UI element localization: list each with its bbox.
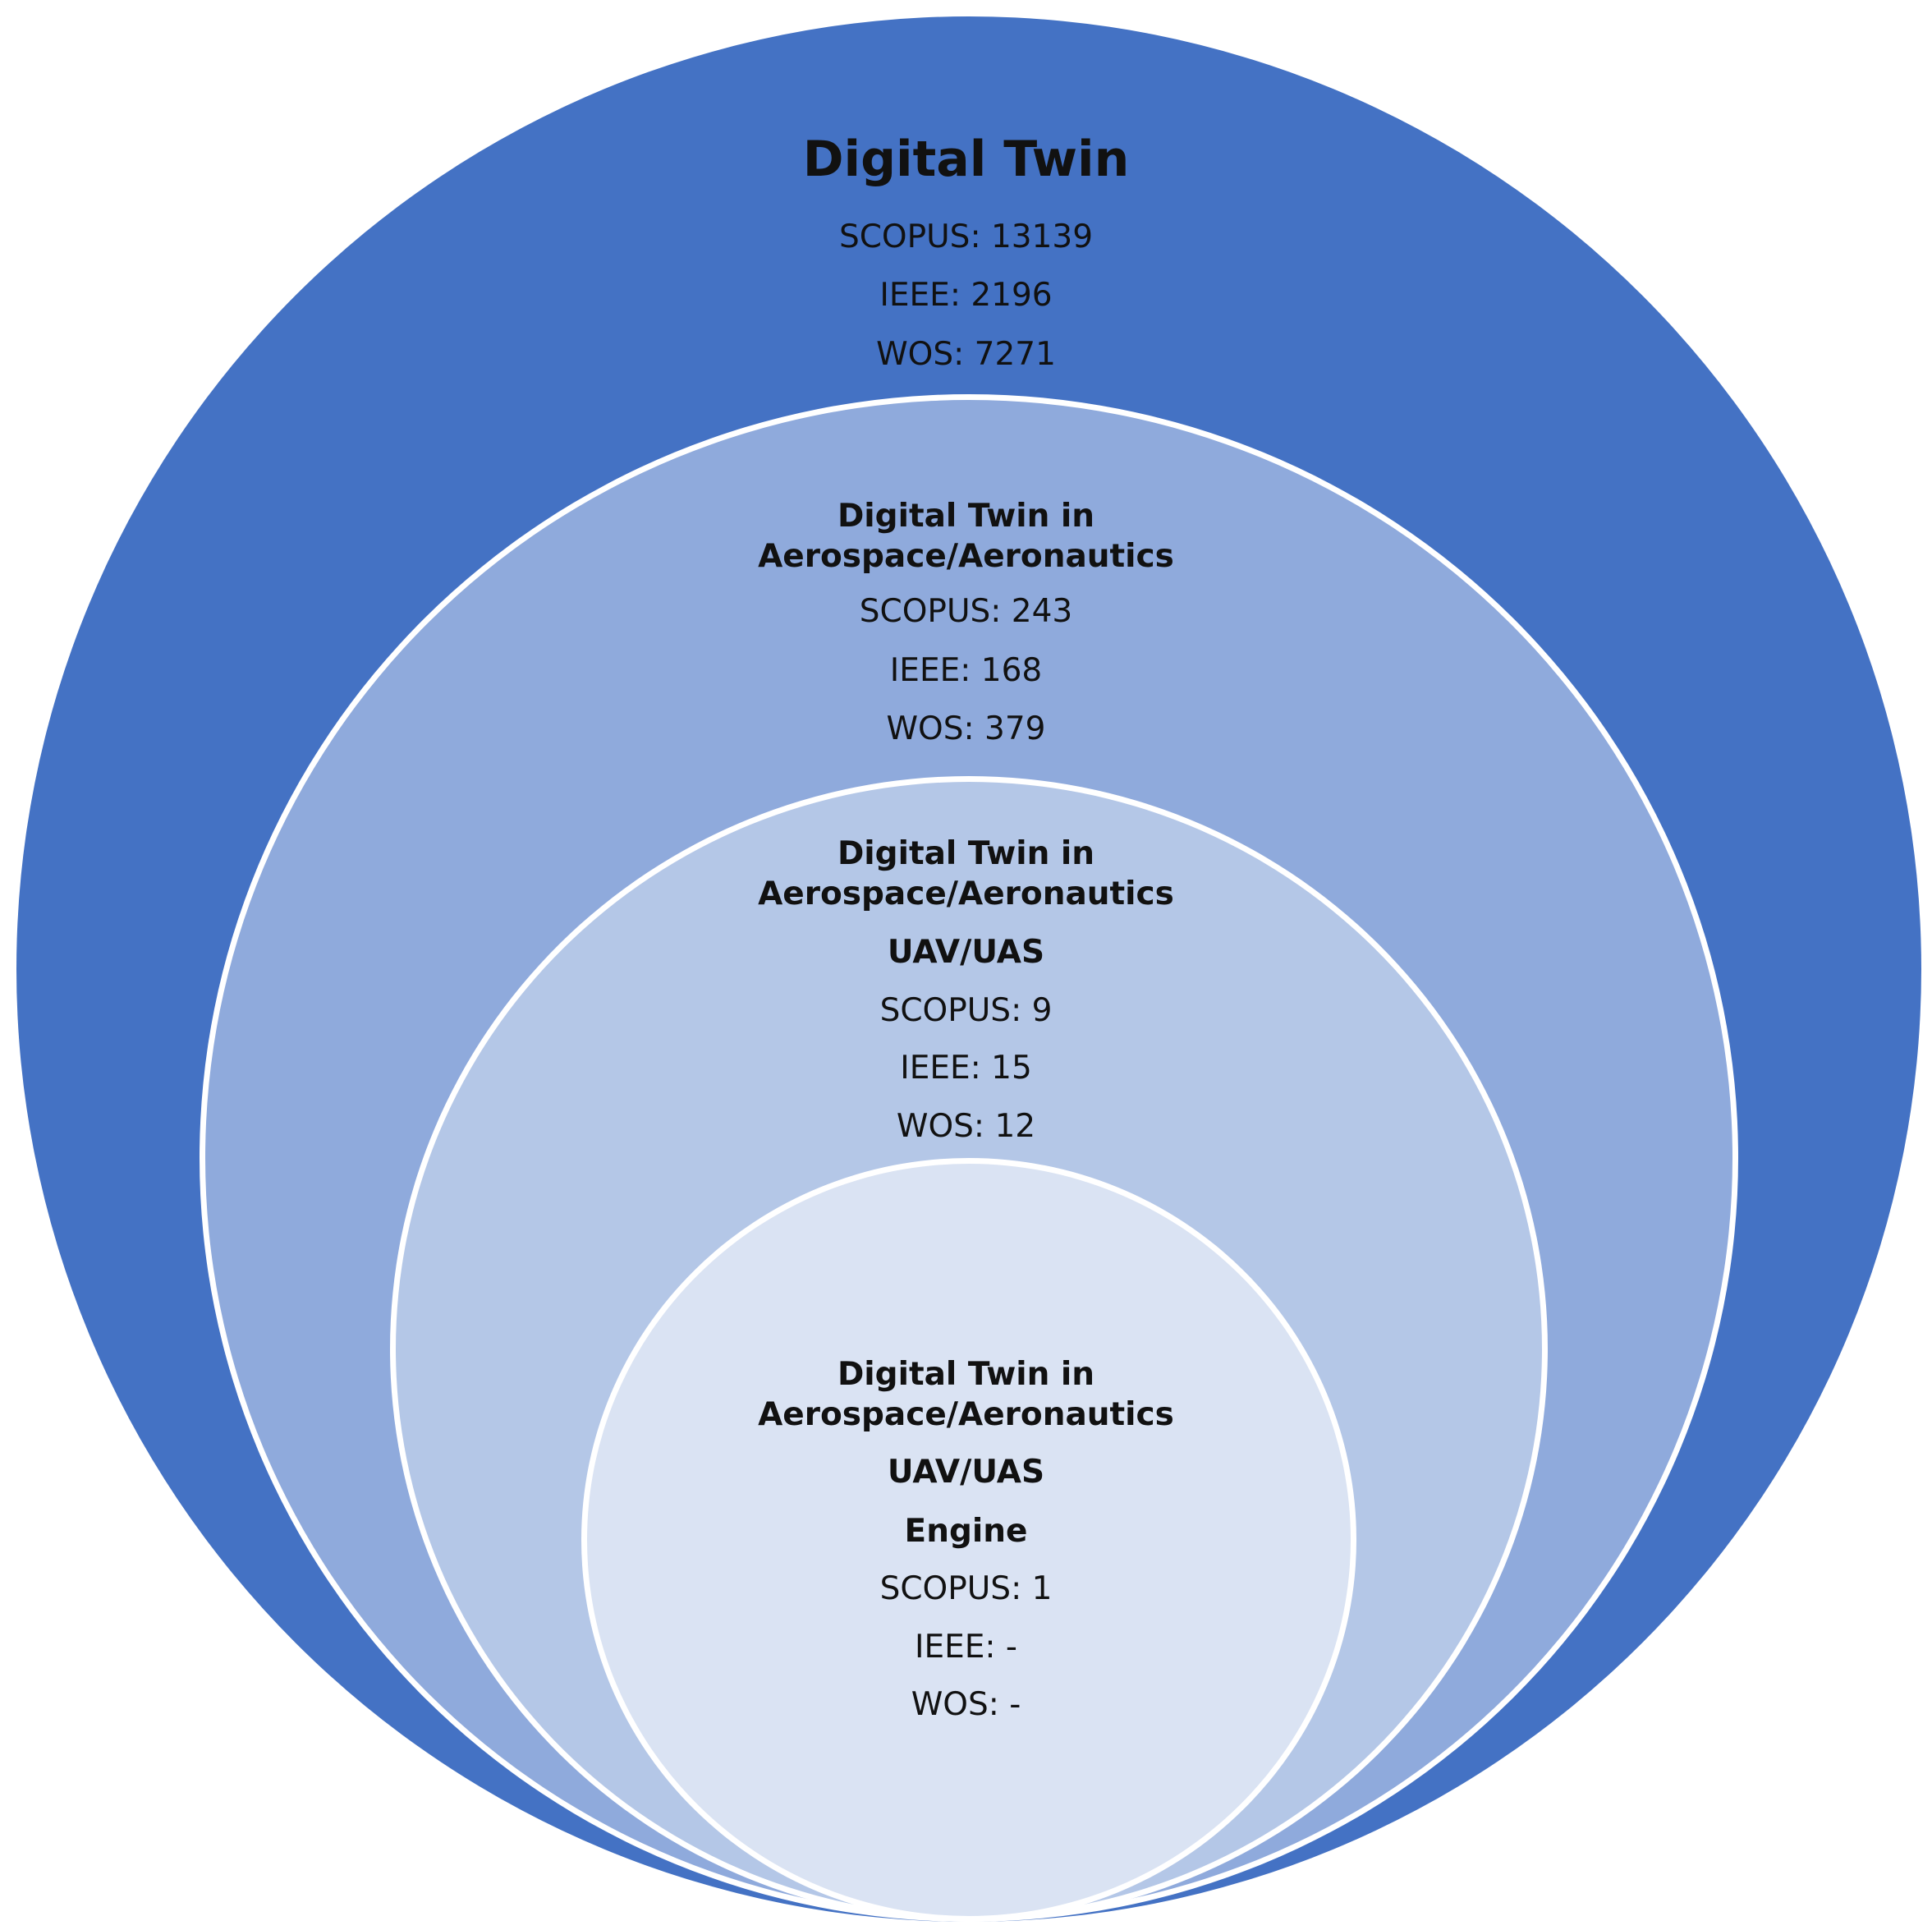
- level4-ieee: IEEE: -: [914, 1629, 1018, 1666]
- level3-ieee: IEEE: 15: [900, 1050, 1032, 1087]
- level4-title-line3: UAV/UAS: [887, 1454, 1045, 1491]
- level3-wos: WOS: 12: [896, 1108, 1036, 1145]
- level2-title-line1: Digital Twin in: [837, 498, 1095, 535]
- level1-ieee: IEEE: 2196: [879, 277, 1053, 314]
- level4-scopus: SCOPUS: 1: [879, 1570, 1053, 1607]
- level3-scopus: SCOPUS: 9: [879, 992, 1053, 1029]
- circle-engine: [581, 1158, 1356, 1922]
- level4-title-line4: Engine: [904, 1513, 1028, 1550]
- level3-title-line3: UAV/UAS: [887, 934, 1045, 971]
- level3-title-line2: Aerospace/Aeronautics: [758, 875, 1174, 912]
- level2-title-line2: Aerospace/Aeronautics: [758, 538, 1174, 575]
- level2-wos: WOS: 379: [886, 710, 1046, 747]
- level2-ieee: IEEE: 168: [889, 652, 1043, 689]
- level1-scopus: SCOPUS: 13139: [838, 218, 1094, 255]
- level4-title-line2: Aerospace/Aeronautics: [758, 1396, 1174, 1433]
- level4-wos: WOS: -: [911, 1686, 1021, 1723]
- level1-wos: WOS: 7271: [876, 336, 1056, 373]
- level4-title-line1: Digital Twin in: [837, 1356, 1095, 1393]
- level3-title-line1: Digital Twin in: [837, 835, 1095, 872]
- level2-scopus: SCOPUS: 243: [859, 593, 1073, 630]
- level1-title: Digital Twin: [802, 131, 1130, 188]
